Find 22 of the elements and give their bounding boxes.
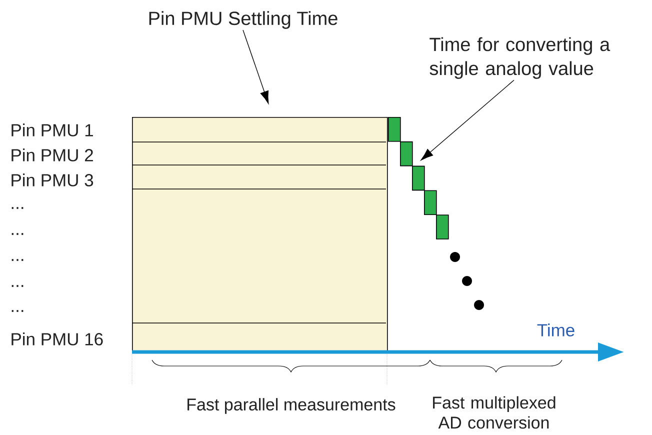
- brace-label: Fast parallel measurements: [188, 398, 396, 414]
- brace-label: Fast multiplexed AD conversion: [433, 396, 556, 429]
- row-label: Pin PMU 16: [12, 332, 103, 346]
- conversion-step: [400, 141, 413, 166]
- conversion-step: [436, 214, 449, 240]
- row-label: ...: [12, 285, 24, 287]
- settling-time-block: [132, 117, 388, 352]
- arrow: [420, 80, 514, 160]
- row-label: ...: [12, 259, 24, 261]
- row-label: ...: [12, 310, 24, 312]
- callout-text: Pin PMU Settling Time: [149, 11, 338, 29]
- conversion-step: [388, 117, 401, 142]
- row-label: Pin PMU 3: [12, 174, 94, 186]
- row-label: Pin PMU 1: [12, 124, 93, 136]
- callout-text: Time for converting a single analog value: [430, 37, 610, 79]
- conversion-step: [424, 190, 437, 215]
- row-label: ...: [12, 233, 24, 235]
- row-label: ...: [12, 207, 24, 209]
- row-label: Pin PMU 2: [12, 148, 93, 162]
- arrow: [242, 30, 269, 104]
- conversion-step: [412, 166, 425, 191]
- axis-label: Time: [537, 324, 574, 336]
